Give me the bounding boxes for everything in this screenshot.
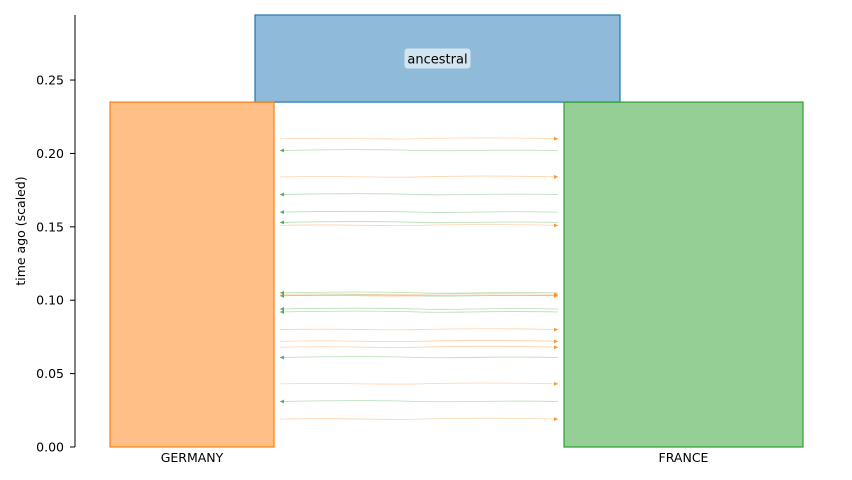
migration-line-2 [279,175,559,178]
migration-line-9 [279,294,559,297]
migration-arrowhead-12 [280,309,284,314]
migration-line-8 [279,293,559,296]
ancestral-label-box [404,48,471,69]
migration-line-6 [279,224,559,227]
migration-line-14 [279,340,559,343]
migration-line-1 [279,149,559,152]
migration-arrowhead-13 [554,327,558,332]
migration-arrowhead-5 [280,220,284,225]
migration-arrowhead-4 [280,210,284,215]
x-tick-label-france: FRANCE [659,450,709,465]
migration-arrowhead-9 [280,293,284,298]
migration-arrowhead-6 [554,223,558,228]
population-box-germany [109,101,275,448]
migration-arrowhead-7 [280,290,284,295]
y-tick-label-0: 0.00 [36,440,64,455]
migration-line-11 [279,307,559,310]
migration-line-18 [279,400,559,403]
migration-line-19 [279,417,559,420]
migration-arrowhead-14 [554,339,558,344]
migration-line-3 [279,193,559,196]
migration-line-7 [279,291,559,294]
y-tick-label-1: 0.05 [36,366,64,381]
migration-arrowhead-3 [280,192,284,197]
migration-line-12 [279,310,559,313]
migration-line-10 [279,294,559,297]
migration-line-5 [279,221,559,224]
migration-line-16 [279,356,559,359]
migration-arrowhead-17 [554,381,558,386]
migration-line-17 [279,382,559,385]
migration-line-15 [279,345,559,348]
y-tick-label-3: 0.15 [36,219,64,234]
y-tick-label-2: 0.10 [36,293,64,308]
y-axis-label: time ago (scaled) [13,176,28,285]
migration-arrowhead-10 [554,293,558,298]
migration-arrowhead-0 [554,136,558,141]
migration-arrowhead-19 [554,417,558,422]
ancestral-label: ancestral [407,53,467,68]
migration-line-4 [279,210,559,213]
migration-arrowhead-1 [280,148,284,153]
y-tick-label-4: 0.20 [36,146,64,161]
migration-arrowhead-2 [554,174,558,179]
x-tick-label-germany: GERMANY [161,450,224,465]
migration-line-0 [279,137,559,140]
migration-arrowhead-16 [280,355,284,360]
population-box-france [563,101,804,448]
migration-arrowhead-18 [280,399,284,404]
y-tick-label-5: 0.25 [36,73,64,88]
migration-arrowhead-15 [554,345,558,350]
migration-arrowhead-11 [280,307,284,312]
migration-line-13 [279,328,559,331]
